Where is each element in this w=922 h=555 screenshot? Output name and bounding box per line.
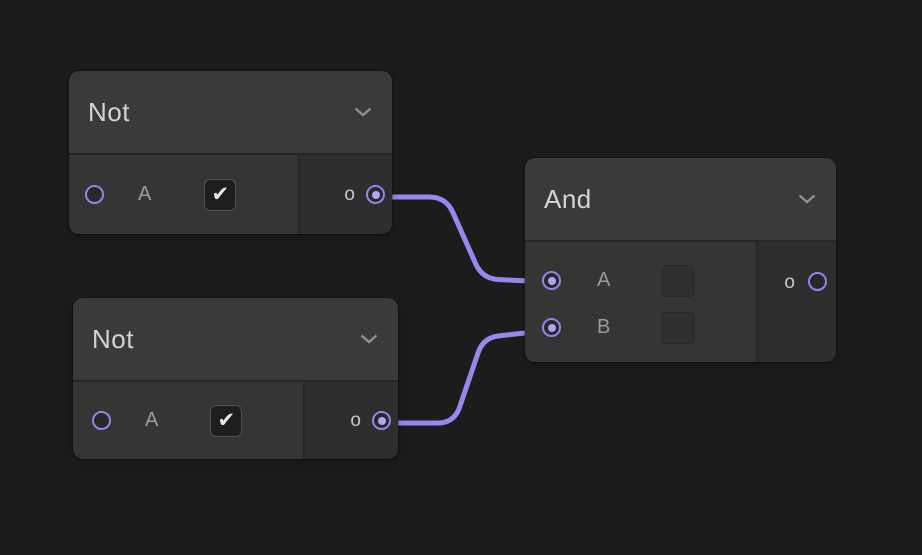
wire-not1-to-andA[interactable] [375, 194, 552, 285]
output-port-o[interactable] [372, 411, 391, 430]
node-title: Not [92, 323, 134, 354]
chevron-down-icon[interactable] [798, 194, 816, 204]
check-icon: ✔ [211, 183, 230, 206]
checkbox-checked[interactable]: ✔ [210, 404, 243, 437]
port-connected-dot [547, 276, 556, 285]
port-connected-dot [371, 190, 380, 199]
node-and[interactable]: And A B o [525, 158, 836, 362]
input-port-A[interactable] [92, 411, 111, 430]
output-label: o [344, 183, 355, 205]
input-port-B[interactable] [542, 318, 561, 337]
output-section: o [758, 242, 836, 362]
input-label: A [145, 409, 159, 431]
input-section: A ✔ [73, 382, 305, 459]
input-row-B: B [525, 304, 756, 351]
node-body: A B o [525, 242, 836, 362]
input-row-A: A [525, 257, 756, 304]
node-title: Not [88, 96, 130, 127]
node-not-1[interactable]: Not A ✔ o [69, 71, 392, 234]
wire-not2-to-andB[interactable] [382, 327, 552, 426]
node-and-header[interactable]: And [525, 158, 836, 242]
output-port-o[interactable] [808, 272, 827, 291]
input-label: B [597, 316, 611, 338]
node-body: A ✔ o [69, 155, 392, 234]
node-not-2-header[interactable]: Not [73, 298, 398, 382]
input-label: A [597, 269, 611, 291]
input-label: A [138, 183, 152, 205]
output-label: o [350, 409, 361, 431]
chevron-down-icon[interactable] [354, 107, 372, 117]
chevron-down-icon[interactable] [360, 334, 378, 344]
node-body: A ✔ o [73, 382, 398, 459]
port-connected-dot [547, 323, 556, 332]
output-label: o [784, 272, 795, 293]
input-section: A B [525, 242, 758, 362]
input-port-A[interactable] [542, 271, 561, 290]
port-connected-dot [377, 416, 386, 425]
node-not-1-header[interactable]: Not [69, 71, 392, 155]
output-section: o [305, 382, 398, 459]
output-section: o [300, 155, 392, 234]
input-port-A[interactable] [85, 185, 104, 204]
node-not-2[interactable]: Not A ✔ o [73, 298, 398, 459]
check-icon: ✔ [217, 409, 236, 432]
checkbox-checked[interactable]: ✔ [204, 178, 237, 211]
value-square-disabled [662, 311, 695, 344]
output-port-o[interactable] [366, 185, 385, 204]
node-title: And [544, 183, 592, 214]
value-square-disabled [662, 264, 695, 297]
input-section: A ✔ [69, 155, 300, 234]
